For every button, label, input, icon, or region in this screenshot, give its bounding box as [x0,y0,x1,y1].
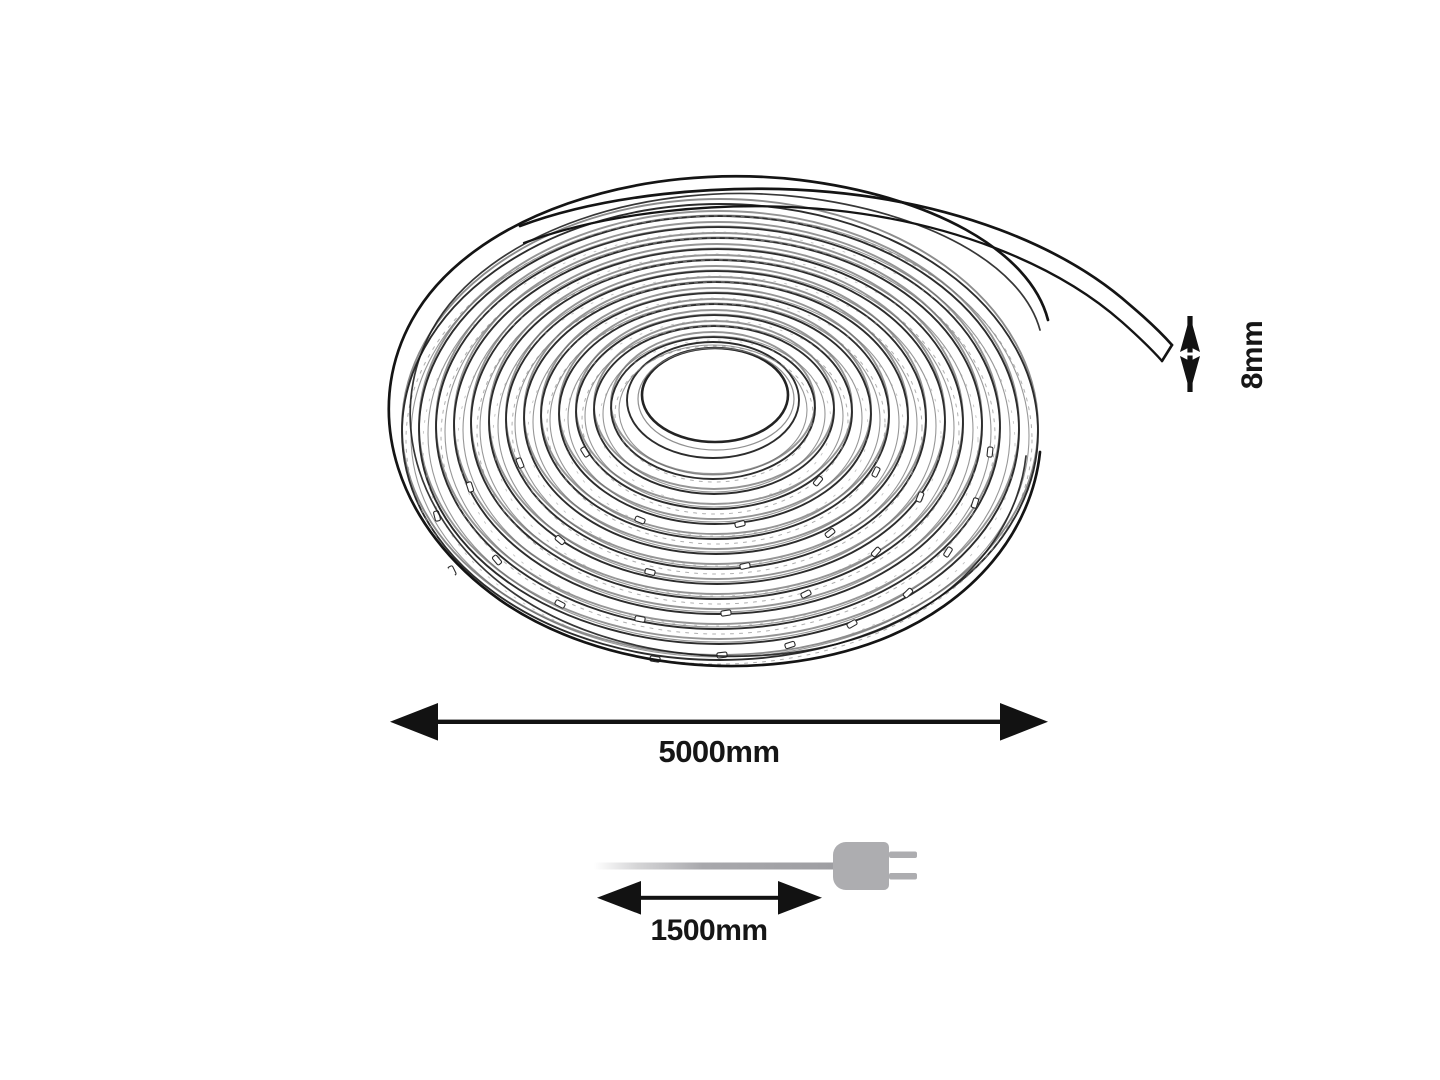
thickness-dimension-arrow [1178,316,1202,392]
power-cable-with-plug [594,842,917,890]
cable-dimension-value: 1500mm [650,914,768,947]
length-dimension-arrow [390,703,1048,741]
length-dimension-label: 5000mm [0,734,1440,770]
led-strip-coil [387,174,1174,668]
strip-free-end [518,187,1174,363]
power-plug-icon [833,842,917,890]
power-cable [594,862,836,870]
thickness-dimension-label: 8mm [1208,310,1298,400]
thickness-dimension-value: 8mm [1236,320,1269,390]
cable-dimension-label: 1500mm [598,914,820,948]
cable-dimension-arrow [597,881,822,915]
length-dimension-value: 5000mm [658,734,780,769]
coil-outer-turn [387,174,1050,668]
